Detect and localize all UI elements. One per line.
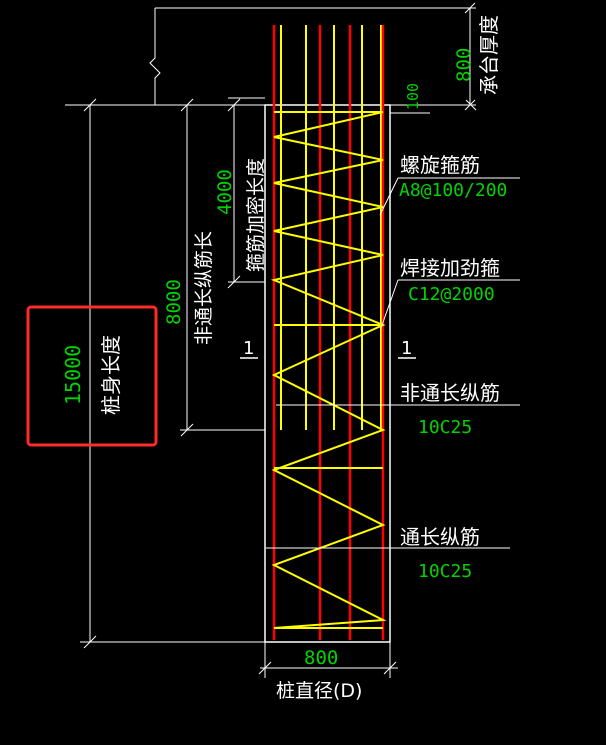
through-bar-spec: 10C25 [418,561,472,582]
dense-zone-label: 箍筋加密长度 [245,158,267,272]
spiral-stirrup [270,111,387,629]
pile-outline [264,104,391,643]
top-cover-value: 100 [404,83,422,110]
cap-thickness-label: 承台厚度 [477,15,501,95]
dense-zone-value: 4000 [214,169,236,215]
dense-zone-dimension [227,97,265,289]
non-through-length-label: 非通长纵筋长 [193,231,215,345]
non-through-length-value: 8000 [163,279,185,325]
pile-length-label: 桩身长度 [99,335,123,415]
spiral-stirrup-spec: A8@100/200 [399,180,507,201]
spiral-stirrup-label: 螺旋箍筋 [400,153,480,177]
welded-hoops [274,324,383,629]
cap-thickness-dimension [149,2,477,111]
welded-hoop-leader [380,279,520,329]
non-through-longitudinal-bars [280,25,382,430]
non-through-bar-label: 非通长纵筋 [400,381,500,405]
section-mark-left-label: 1 [243,338,254,359]
non-through-bar-spec: 10C25 [418,417,472,438]
pile-length-value: 15000 [61,345,85,405]
through-bar-label: 通长纵筋 [400,525,480,549]
pile-length-highlight-box [26,305,158,447]
non-through-length-dimension [180,98,265,437]
section-mark-right-label: 1 [401,338,412,359]
cap-thickness-value: 800 [453,48,475,82]
welded-hoop-spec: C12@2000 [408,284,495,305]
spiral-stirrup-leader [379,177,520,216]
welded-hoop-label: 焊接加劲箍 [400,256,500,280]
diameter-value: 800 [304,647,338,669]
diameter-label: 桩直径(D) [276,680,362,702]
diameter-dimension [258,642,398,678]
